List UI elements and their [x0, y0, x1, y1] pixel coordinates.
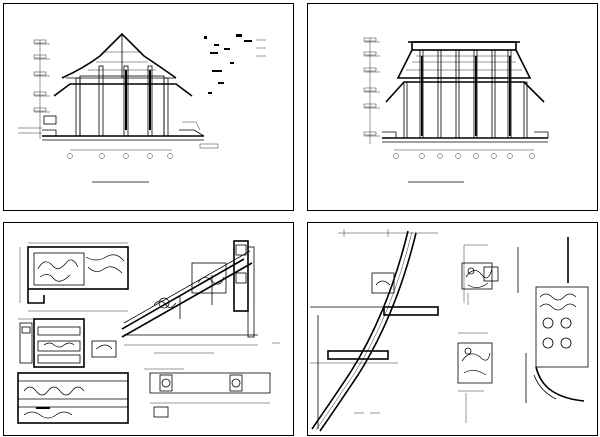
level-markers [363, 37, 380, 144]
dimension-line [67, 143, 219, 159]
platform [18, 115, 205, 141]
balustrade-panel [33, 318, 117, 368]
stair-balustrade [121, 240, 280, 354]
newel-post-detail [18, 318, 34, 364]
roof-section [385, 41, 545, 103]
platform [382, 131, 549, 143]
carved-panel-detail [19, 242, 129, 312]
drawing-sheet-balustrade-details [3, 222, 294, 436]
eave-corner-detail [525, 286, 589, 403]
side-section-drawing [18, 32, 266, 183]
front-section-drawing [363, 37, 549, 183]
roof-section [53, 32, 193, 97]
bracket-set-upper [461, 244, 499, 305]
frieze-detail [17, 372, 129, 424]
notes-block [204, 34, 266, 94]
drawing-sheet-eave-details [307, 222, 598, 436]
level-markers [33, 39, 50, 139]
handrail-section-detail [144, 368, 271, 418]
drawing-sheet-front-section [307, 3, 598, 211]
bracket-set-lower [457, 332, 493, 423]
columns [403, 49, 528, 139]
eave-detail-drawing [310, 229, 589, 432]
drawing-sheet-side-section [3, 3, 294, 211]
dimension-line [393, 149, 535, 159]
balustrade-detail-drawing [17, 240, 280, 424]
curved-rafter-section [310, 229, 439, 432]
